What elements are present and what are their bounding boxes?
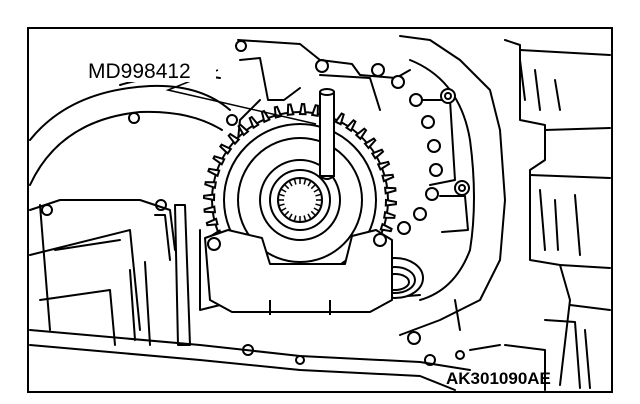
spline-tooth [278, 193, 285, 197]
callout-label-bg [82, 56, 216, 82]
spline-tooth [315, 203, 322, 207]
spline-tooth [303, 215, 307, 222]
spline-tooth [313, 207, 320, 212]
gear-tooth [204, 181, 217, 190]
gear-tooth [381, 173, 395, 183]
gear-tooth [310, 104, 319, 117]
gear-tooth [207, 167, 221, 178]
gear-tooth [384, 198, 398, 207]
gear-tooth [354, 127, 368, 141]
splined-hub [278, 178, 322, 222]
flange-bolt-ring [371, 63, 470, 235]
spline-tooth [283, 210, 290, 217]
spline-tooth [283, 183, 290, 190]
spline-tooth [310, 183, 317, 190]
gear-tooth [218, 143, 233, 156]
gear-tooth [298, 102, 307, 116]
spline-tooth [288, 180, 293, 187]
spline-tooth [303, 178, 307, 185]
spline-tooth [315, 193, 322, 197]
spline-tooth [310, 210, 317, 217]
gear-tooth [202, 193, 216, 202]
gear-tooth [376, 160, 391, 171]
spline-tooth [280, 188, 287, 193]
gear-tooth [344, 118, 357, 133]
spline-tooth [280, 207, 287, 212]
spline-tooth [313, 188, 320, 193]
tool-callout-label: MD998412 [88, 60, 191, 83]
gear-tooth [237, 123, 250, 137]
gear-tooth [260, 109, 271, 124]
gear-tooth [334, 112, 345, 126]
gear-tooth [383, 210, 396, 219]
gear-tooth [212, 155, 226, 166]
spline-tooth [278, 203, 285, 207]
gear-tooth [383, 186, 397, 195]
gear-tooth [363, 137, 377, 150]
spline-tooth [307, 213, 312, 220]
spline-tooth [307, 180, 312, 187]
special-tool-rod [319, 88, 335, 180]
gear-tooth [286, 103, 295, 117]
gear-tooth [227, 132, 241, 146]
spline-tooth [293, 178, 297, 185]
gear-tooth [379, 222, 393, 233]
gear-tooth [248, 115, 260, 130]
gear-tooth [205, 217, 219, 227]
spline-tooth [288, 213, 293, 220]
gear-tooth [370, 148, 385, 160]
figure-code-label: AK301090AE [446, 369, 551, 388]
gear-tooth [203, 205, 217, 214]
spline-tooth [293, 215, 297, 222]
